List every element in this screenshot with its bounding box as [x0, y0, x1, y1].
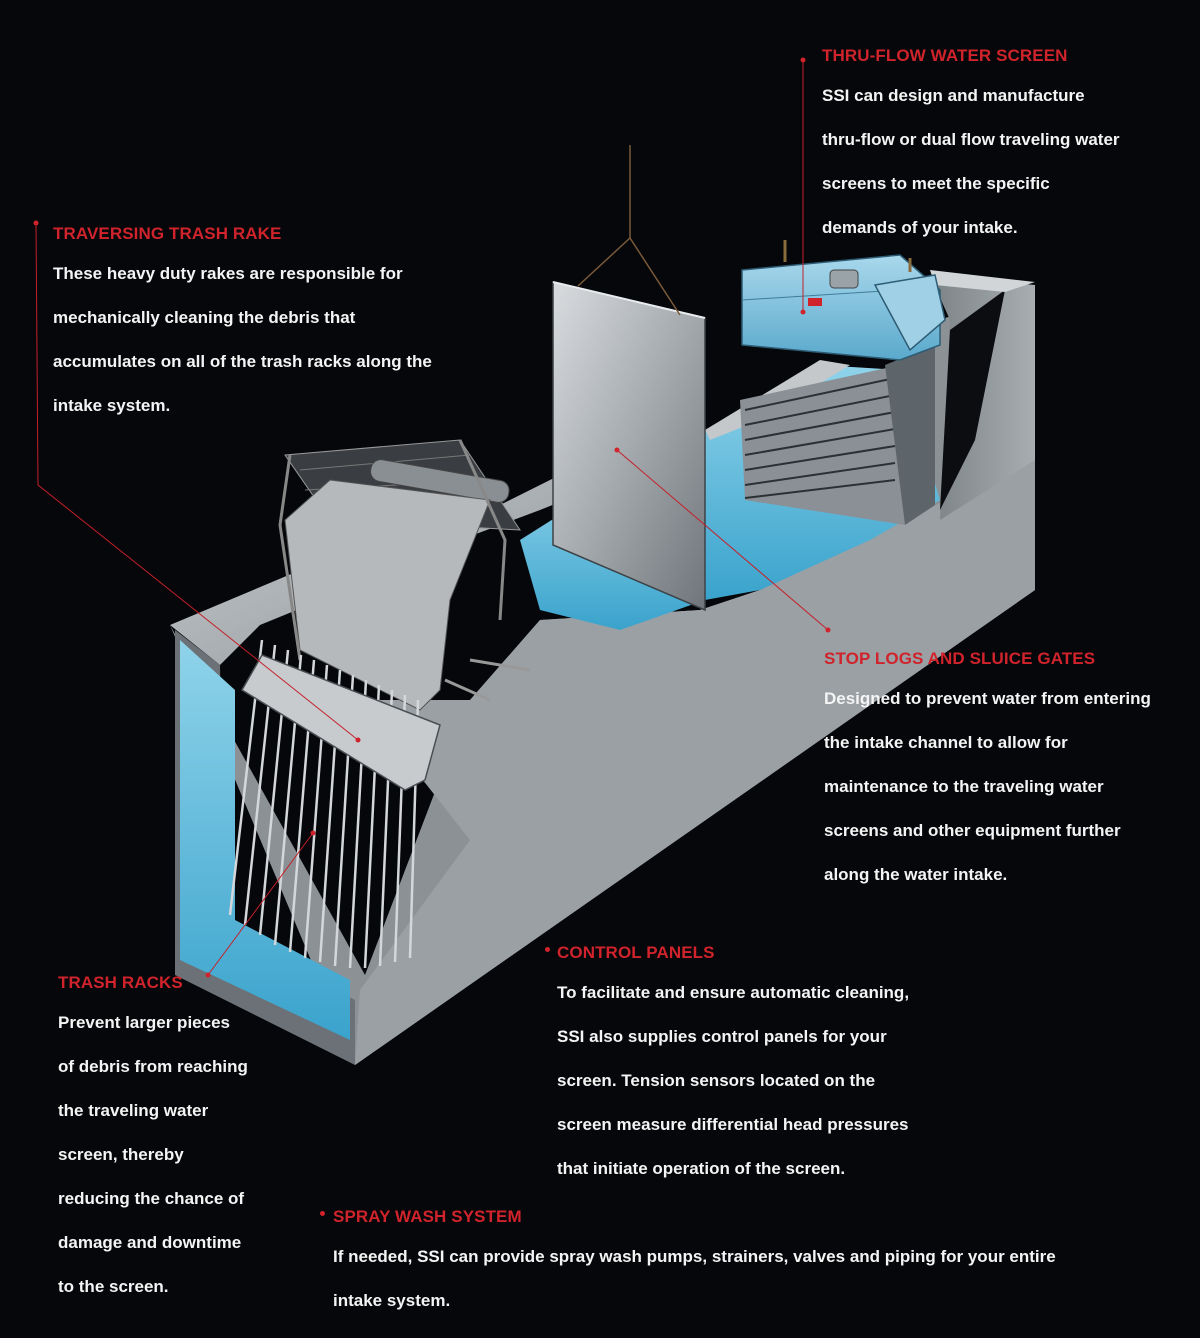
callout-body: Designed to prevent water from entering …: [824, 689, 1151, 884]
callout-title: STOP LOGS AND SLUICE GATES: [824, 649, 1096, 668]
callout-body: Prevent larger pieces of debris from rea…: [58, 1013, 248, 1296]
control-panels-bullet: [545, 947, 550, 952]
callout-body: These heavy duty rakes are responsible f…: [53, 264, 432, 415]
callout-title: THRU-FLOW WATER SCREEN: [822, 46, 1068, 65]
callout-body: If needed, SSI can provide spray wash pu…: [333, 1247, 1056, 1310]
callout-traversing-trash-rake: TRAVERSING TRASH RAKE These heavy duty r…: [53, 224, 493, 428]
callout-trash-racks: TRASH RACKS Prevent larger pieces of deb…: [58, 973, 298, 1309]
leader-dots: [33, 57, 831, 978]
callout-title: CONTROL PANELS: [557, 943, 715, 962]
trash-rake-assembly: [278, 439, 531, 711]
leader-lines: [35, 60, 829, 976]
spray-wash-bullet: [320, 1211, 325, 1216]
callout-title: TRAVERSING TRASH RAKE: [53, 224, 282, 243]
callout-control-panels: CONTROL PANELS To facilitate and ensure …: [557, 943, 957, 1191]
traveling-water-screen: [740, 240, 946, 525]
callout-spray-wash-system: SPRAY WASH SYSTEM If needed, SSI can pro…: [333, 1207, 1173, 1323]
callout-body: To facilitate and ensure automatic clean…: [557, 983, 910, 1178]
callout-body: SSI can design and manufacture thru-flow…: [822, 86, 1120, 237]
stop-log-gate: [552, 145, 706, 612]
screen-panels: [744, 377, 896, 499]
callout-title: SPRAY WASH SYSTEM: [333, 1207, 522, 1226]
callout-thru-flow-water-screen: THRU-FLOW WATER SCREEN SSI can design an…: [822, 46, 1182, 250]
callout-stop-logs-sluice-gates: STOP LOGS AND SLUICE GATES Designed to p…: [824, 649, 1194, 897]
callout-title: TRASH RACKS: [58, 973, 183, 992]
